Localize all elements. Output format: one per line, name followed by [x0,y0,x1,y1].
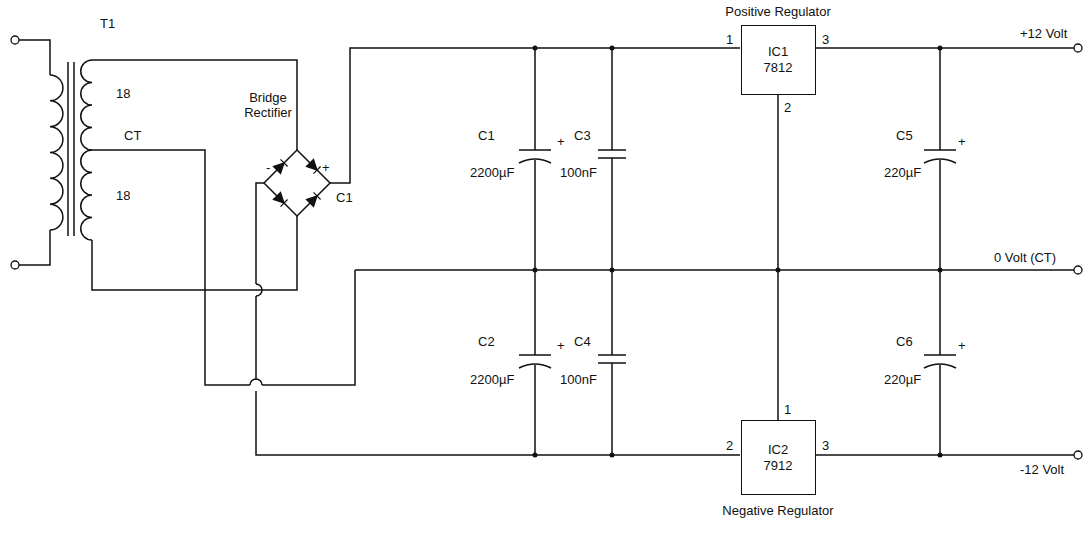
schematic-label: 3 [822,32,829,47]
schematic-label: + [958,338,966,353]
schematic-label: 100nF [560,372,597,387]
schematic-label: 18 [116,188,130,203]
component-name: Bridge Rectifier [236,90,300,120]
schematic-label: C3 [574,128,591,143]
schematic-label: C5 [896,128,913,143]
schematic-label: + [557,134,565,149]
schematic-label: C1 [478,128,495,143]
schematic-label: T1 [100,16,115,31]
schematic-label: + [322,160,330,175]
schematic-label: C2 [478,334,495,349]
ic-name: IC2 7912 [758,442,798,474]
schematic-label: + [958,134,966,149]
schematic-label: - [266,160,270,175]
schematic-label: C1 [336,190,353,205]
regulator-ic: IC1 7812Positive Regulator [741,25,816,95]
schematic-label: 2200µF [470,372,514,387]
schematic-label: 220µF [884,165,921,180]
regulator-ic: IC2 7912Negative Regulator [741,420,816,495]
ic-name: IC1 7812 [758,44,798,76]
schematic-label: +12 Volt [1020,26,1067,41]
schematic-label: 1 [784,402,791,417]
schematic-label: 2 [726,438,733,453]
regulator-heading: Negative Regulator [722,503,833,518]
schematic-label: 1 [726,32,733,47]
schematic-label: 2 [784,100,791,115]
regulator-heading: Positive Regulator [725,4,831,19]
schematic-label: CT [124,128,141,143]
ground-wire [777,95,779,420]
schematic-label: -12 Volt [1020,462,1064,477]
schematic-label: C6 [896,334,913,349]
schematic-label: 220µF [884,372,921,387]
schematic-label: C4 [574,334,591,349]
schematic-label: 2200µF [470,165,514,180]
schematic-label: 100nF [560,165,597,180]
schematic-label: 18 [116,86,130,101]
schematic-label: + [557,338,565,353]
schematic-label: 3 [822,438,829,453]
schematic-label: 0 Volt (CT) [994,250,1056,265]
